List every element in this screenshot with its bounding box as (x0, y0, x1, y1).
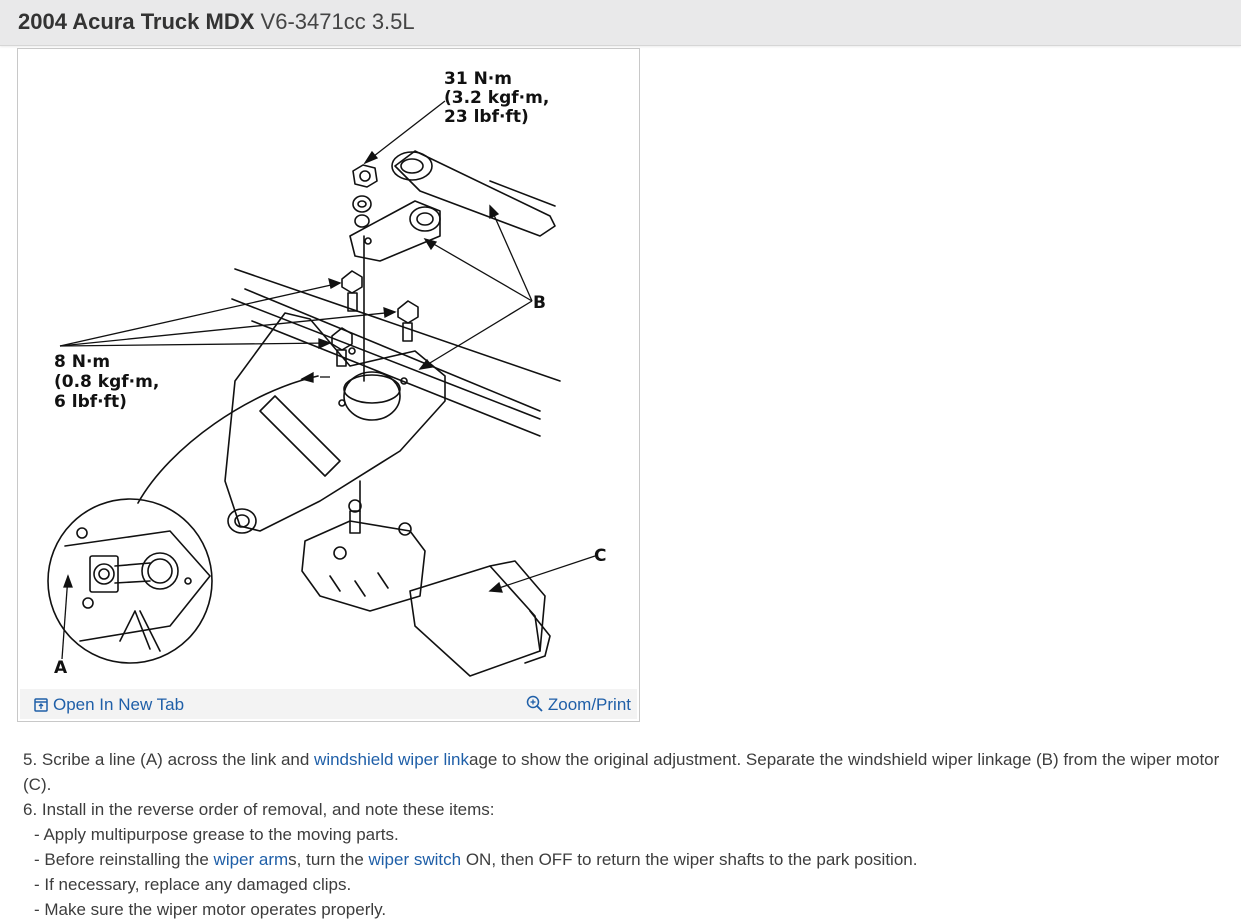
open-new-tab-icon (34, 697, 48, 717)
engine-spec: V6-3471cc 3.5L (260, 9, 415, 34)
step-6: 6. Install in the reverse order of remov… (23, 800, 495, 819)
wiper-switch-link[interactable]: wiper switch (368, 850, 462, 869)
step-5: 5. Scribe a line (A) across the link and… (18, 747, 1233, 797)
bullet-reinstall-text-a: - Before reinstalling the (34, 850, 214, 869)
label-c: C (594, 546, 606, 566)
wiper-linkage-diagram[interactable]: 31 N·m (3.2 kgf·m, 23 lbf·ft) 8 N·m (0.8… (20, 51, 637, 687)
torque-left-line2: (0.8 kgf·m, (54, 372, 159, 392)
step-5-text-a: Scribe a line (A) across the link and (37, 750, 315, 769)
bullet-grease: - Apply multipurpose grease to the movin… (34, 825, 399, 844)
step-5-text-b: age to show the original adjustment. Sep… (23, 750, 1220, 794)
windshield-wiper-link[interactable]: windshield wiper link (314, 750, 470, 769)
torque-top-line1: 31 N·m (444, 69, 512, 89)
bullet-reinstall-text-b: s, turn the (288, 850, 369, 869)
bullet-clips: - If necessary, replace any damaged clip… (34, 875, 352, 894)
wiper-arm-link[interactable]: wiper arm (213, 850, 289, 869)
torque-top-line2: (3.2 kgf·m, (444, 88, 549, 108)
torque-top-line3: 23 lbf·ft) (444, 107, 529, 127)
figure-footer: Open In New Tab Zoom/Print (20, 689, 637, 719)
diagram-figure: 31 N·m (3.2 kgf·m, 23 lbf·ft) 8 N·m (0.8… (17, 48, 640, 722)
torque-left-line3: 6 lbf·ft) (54, 392, 127, 412)
zoom-print-label: Zoom/Print (547, 695, 631, 714)
step-5-number: 5. (23, 750, 38, 769)
torque-left-line1: 8 N·m (54, 352, 110, 372)
page-title: 2004 Acura Truck MDX V6-3471cc 3.5L (18, 9, 415, 35)
vehicle-name: 2004 Acura Truck MDX (18, 9, 255, 34)
bullet-motor: - Make sure the wiper motor operates pro… (34, 900, 387, 919)
open-new-tab-label: Open In New Tab (53, 695, 185, 714)
diagram-svg: 31 N·m (3.2 kgf·m, 23 lbf·ft) 8 N·m (0.8… (47, 69, 606, 678)
page-header: 2004 Acura Truck MDX V6-3471cc 3.5L (0, 0, 1241, 46)
open-new-tab-link[interactable]: Open In New Tab (34, 695, 184, 717)
label-a: A (54, 658, 68, 678)
zoom-icon (526, 695, 543, 717)
zoom-print-link[interactable]: Zoom/Print (526, 695, 631, 717)
instructions: 5. Scribe a line (A) across the link and… (18, 747, 1233, 922)
bullet-reinstall: - Before reinstalling the wiper arms, tu… (18, 847, 1233, 872)
bullet-reinstall-text-c: ON, then OFF to return the wiper shafts … (461, 850, 918, 869)
label-b: B (533, 293, 546, 313)
